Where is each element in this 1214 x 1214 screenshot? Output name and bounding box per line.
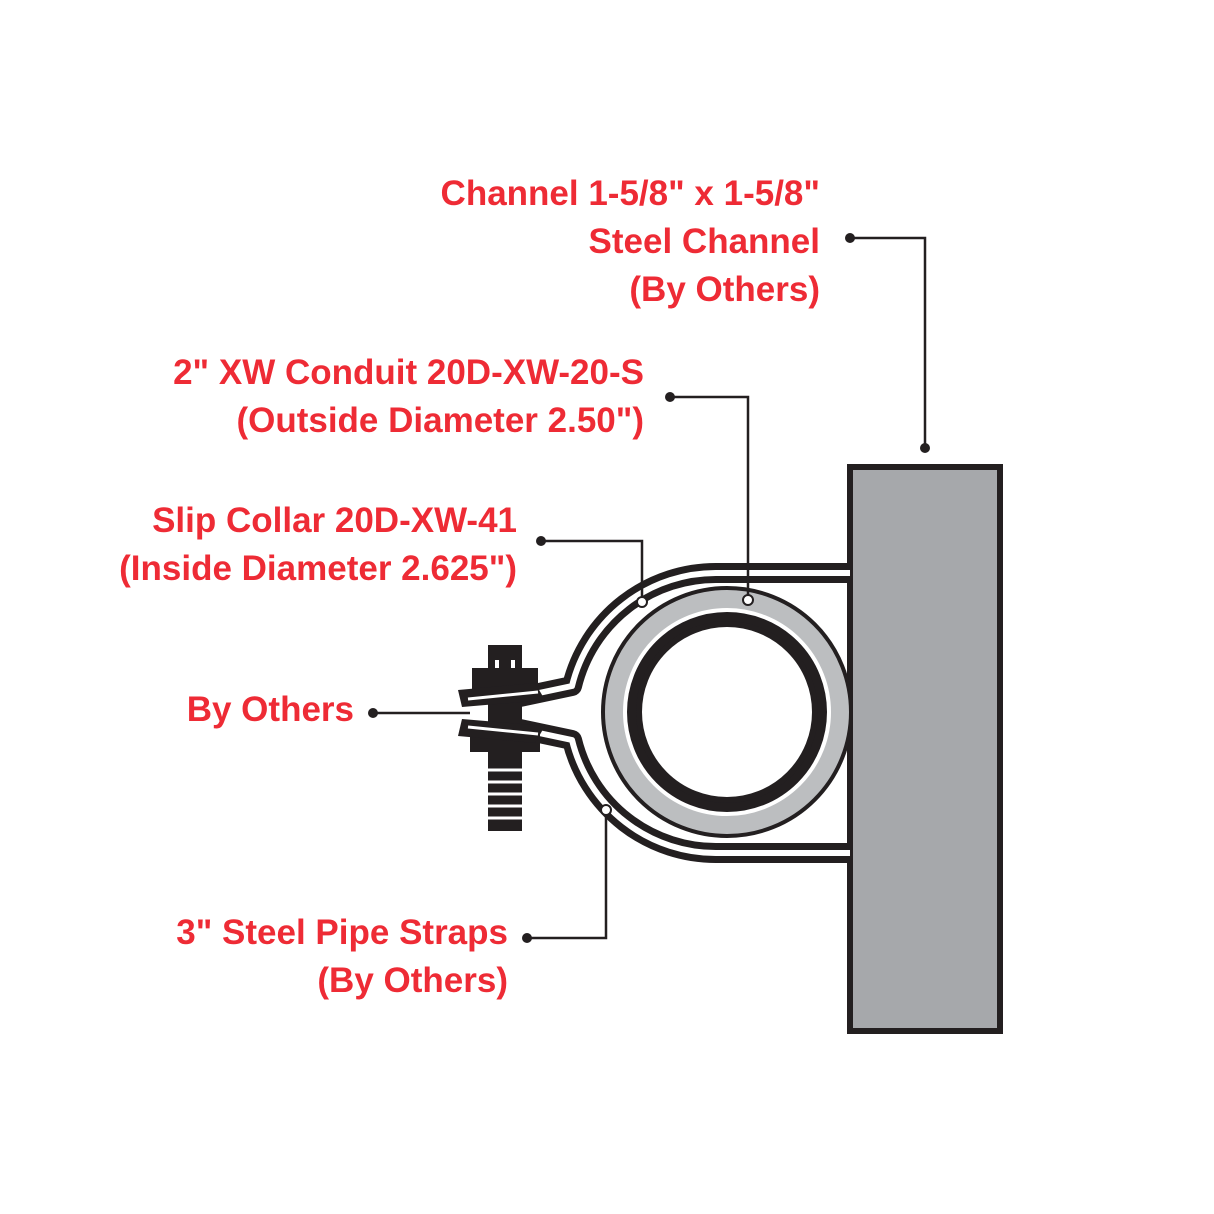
- collar-label-line1: Slip Collar 20D-XW-41: [152, 501, 517, 540]
- leader-dots: [368, 233, 930, 943]
- straps-label-line2: (By Others): [317, 961, 508, 1000]
- bolt-label: By Others: [187, 686, 354, 734]
- conduit-label-line1: 2" XW Conduit 20D-XW-20-S: [173, 353, 644, 392]
- conduit-label: 2" XW Conduit 20D-XW-20-S (Outside Diame…: [173, 349, 644, 445]
- bolt-assembly: [458, 645, 545, 831]
- collar-leader: [541, 539, 644, 602]
- channel-label-line2: Steel Channel: [588, 222, 820, 261]
- channel-label: Channel 1-5/8" x 1-5/8" Steel Channel (B…: [441, 170, 820, 314]
- straps-leader: [527, 810, 608, 940]
- collar-label: Slip Collar 20D-XW-41 (Inside Diameter 2…: [119, 497, 517, 593]
- channel-label-line3: (By Others): [629, 270, 820, 309]
- steel-channel: [847, 464, 1003, 1034]
- channel-leader: [850, 236, 927, 448]
- straps-label-line1: 3" Steel Pipe Straps: [176, 913, 508, 952]
- leader-lines: [373, 236, 927, 940]
- conduit: [636, 621, 818, 803]
- straps-label: 3" Steel Pipe Straps (By Others): [176, 909, 508, 1005]
- conduit-leader: [670, 395, 750, 600]
- collar-label-line2: (Inside Diameter 2.625"): [119, 549, 517, 588]
- channel-label-line1: Channel 1-5/8" x 1-5/8": [440, 174, 820, 213]
- inner-pipe-strap: [628, 613, 826, 811]
- outer-pipe-strap: [517, 562, 850, 864]
- conduit-label-line2: (Outside Diameter 2.50"): [236, 401, 644, 440]
- bolt-label-line1: By Others: [186, 690, 354, 729]
